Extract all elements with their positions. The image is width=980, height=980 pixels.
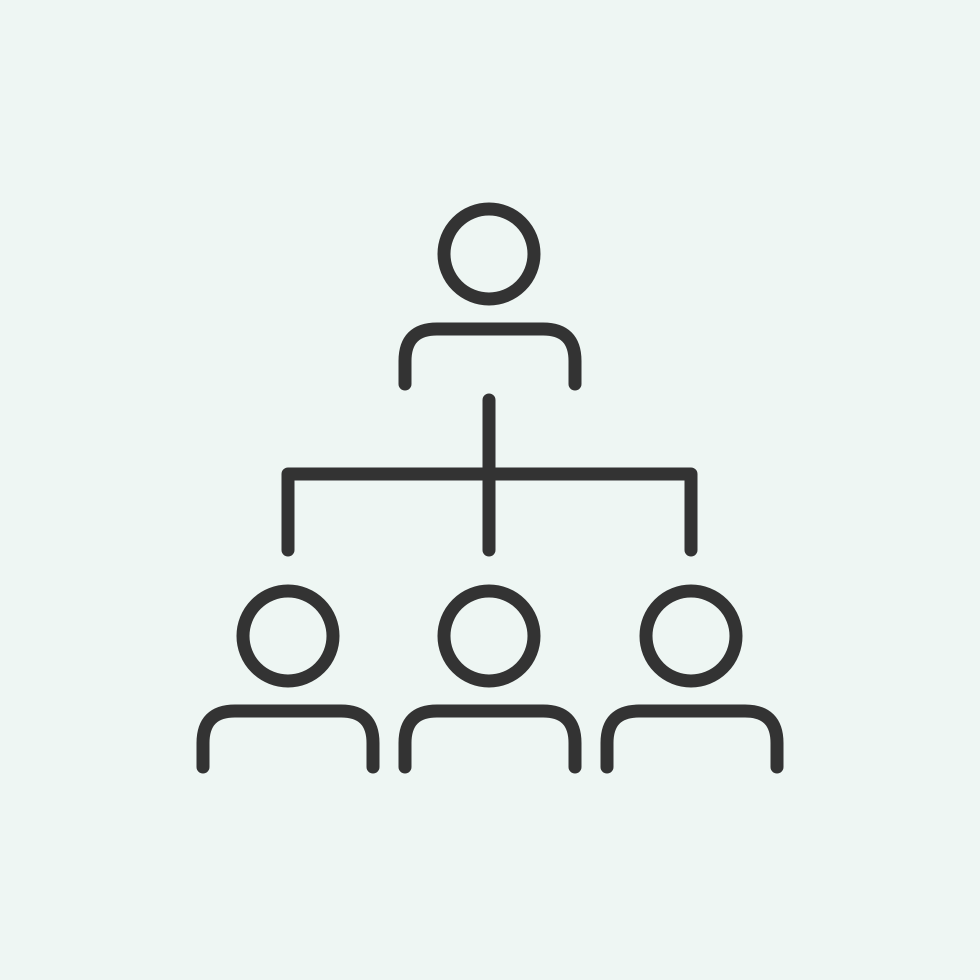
bottom-center-person-head	[437, 584, 541, 688]
bottom-left-person-head	[236, 584, 340, 688]
bottom-right-person-icon	[600, 584, 784, 774]
connector-lines	[281, 393, 698, 557]
top-person-icon	[398, 202, 582, 391]
bottom-left-person-icon	[196, 584, 380, 774]
top-person-head	[437, 202, 541, 306]
top-person-shoulders	[398, 322, 582, 391]
connector-horizontal-branch	[281, 467, 698, 557]
bottom-right-person-shoulders	[600, 704, 784, 774]
bottom-center-person-shoulders	[398, 704, 582, 774]
bottom-left-person-shoulders	[196, 704, 380, 774]
bottom-right-person-head	[639, 584, 743, 688]
bottom-center-person-icon	[398, 584, 582, 774]
